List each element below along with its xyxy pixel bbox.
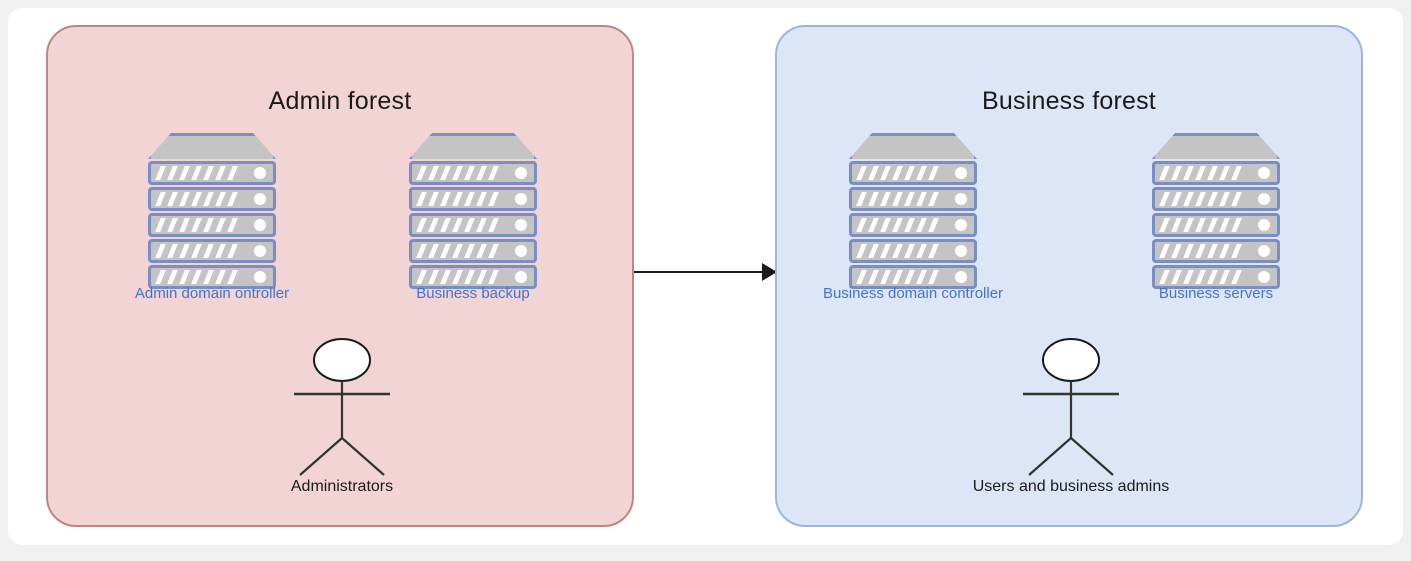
rack-unit: [849, 213, 977, 237]
rack-status-led-icon: [955, 193, 967, 205]
rack-vents-icon: [155, 242, 242, 260]
rack-unit: [148, 213, 276, 237]
server-rack-label: Business servers: [1158, 285, 1274, 302]
server-rack-label: Business backup: [416, 285, 530, 302]
server-rack-label: Business domain controller: [822, 285, 1004, 302]
rack-vents-icon: [416, 216, 503, 234]
rack-unit: [1152, 239, 1280, 263]
rack-units: [409, 161, 537, 289]
rack-status-led-icon: [515, 245, 527, 257]
rack-vents-icon: [1159, 190, 1246, 208]
rack-vents-icon: [416, 268, 503, 286]
rack-status-led-icon: [1258, 193, 1270, 205]
rack-status-led-icon: [955, 167, 967, 179]
rack-unit: [148, 187, 276, 211]
rack-unit: [148, 239, 276, 263]
rack-status-led-icon: [955, 271, 967, 283]
rack-status-led-icon: [955, 219, 967, 231]
rack-vents-icon: [416, 242, 503, 260]
rack-unit: [849, 161, 977, 185]
rack-status-led-icon: [1258, 219, 1270, 231]
rack-vents-icon: [856, 164, 943, 182]
rack-vents-icon: [856, 190, 943, 208]
rack-status-led-icon: [1258, 271, 1270, 283]
rack-status-led-icon: [515, 167, 527, 179]
rack-top-icon: [409, 133, 537, 159]
actor-users-and-business-admins[interactable]: Users and business admins: [973, 338, 1169, 498]
rack-units: [1152, 161, 1280, 289]
rack-units: [148, 161, 276, 289]
rack-vents-icon: [856, 242, 943, 260]
rack-status-led-icon: [254, 193, 266, 205]
rack-vents-icon: [416, 190, 503, 208]
rack-vents-icon: [155, 190, 242, 208]
actor-administrators[interactable]: Administrators: [277, 338, 407, 498]
rack-vents-icon: [1159, 268, 1246, 286]
admin-forest-title: Admin forest: [268, 87, 412, 115]
rack-unit: [849, 265, 977, 289]
stick-figure-icon: [1023, 338, 1119, 476]
rack-unit: [409, 265, 537, 289]
rack-status-led-icon: [254, 219, 266, 231]
rack-status-led-icon: [515, 193, 527, 205]
server-rack-business-backup[interactable]: Business backup: [409, 133, 537, 302]
arrow-icon: [634, 263, 777, 281]
rack-unit: [409, 187, 537, 211]
rack-vents-icon: [1159, 164, 1246, 182]
rack-vents-icon: [155, 216, 242, 234]
rack-unit: [1152, 213, 1280, 237]
rack-status-led-icon: [1258, 167, 1270, 179]
rack-vents-icon: [1159, 216, 1246, 234]
stick-figure-icon: [294, 338, 390, 476]
rack-status-led-icon: [254, 245, 266, 257]
rack-vents-icon: [155, 164, 242, 182]
rack-unit: [849, 187, 977, 211]
rack-unit: [148, 265, 276, 289]
trust-arrow[interactable]: [634, 248, 777, 296]
rack-vents-icon: [856, 268, 943, 286]
rack-units: [849, 161, 977, 289]
rack-unit: [409, 213, 537, 237]
business-forest-title: Business forest: [982, 87, 1156, 115]
rack-unit: [1152, 187, 1280, 211]
rack-status-led-icon: [254, 167, 266, 179]
rack-status-led-icon: [515, 219, 527, 231]
server-rack-admin-domain-controller[interactable]: Admin domain ontroller: [135, 133, 289, 302]
rack-vents-icon: [1159, 242, 1246, 260]
rack-unit: [1152, 161, 1280, 185]
rack-top-icon: [849, 133, 977, 159]
rack-unit: [148, 161, 276, 185]
actor-label: Users and business admins: [972, 478, 1170, 495]
rack-vents-icon: [856, 216, 943, 234]
rack-unit: [849, 239, 977, 263]
server-rack-business-servers[interactable]: Business servers: [1152, 133, 1280, 302]
rack-top-icon: [1152, 133, 1280, 159]
rack-unit: [1152, 265, 1280, 289]
rack-top-icon: [148, 133, 276, 159]
rack-status-led-icon: [1258, 245, 1270, 257]
rack-unit: [409, 239, 537, 263]
rack-status-led-icon: [515, 271, 527, 283]
rack-vents-icon: [155, 268, 242, 286]
rack-unit: [409, 161, 537, 185]
rack-status-led-icon: [254, 271, 266, 283]
server-rack-label: Admin domain ontroller: [134, 285, 290, 302]
rack-status-led-icon: [955, 245, 967, 257]
rack-vents-icon: [416, 164, 503, 182]
server-rack-business-domain-controller[interactable]: Business domain controller: [823, 133, 1003, 302]
actor-label: Administrators: [290, 478, 394, 495]
